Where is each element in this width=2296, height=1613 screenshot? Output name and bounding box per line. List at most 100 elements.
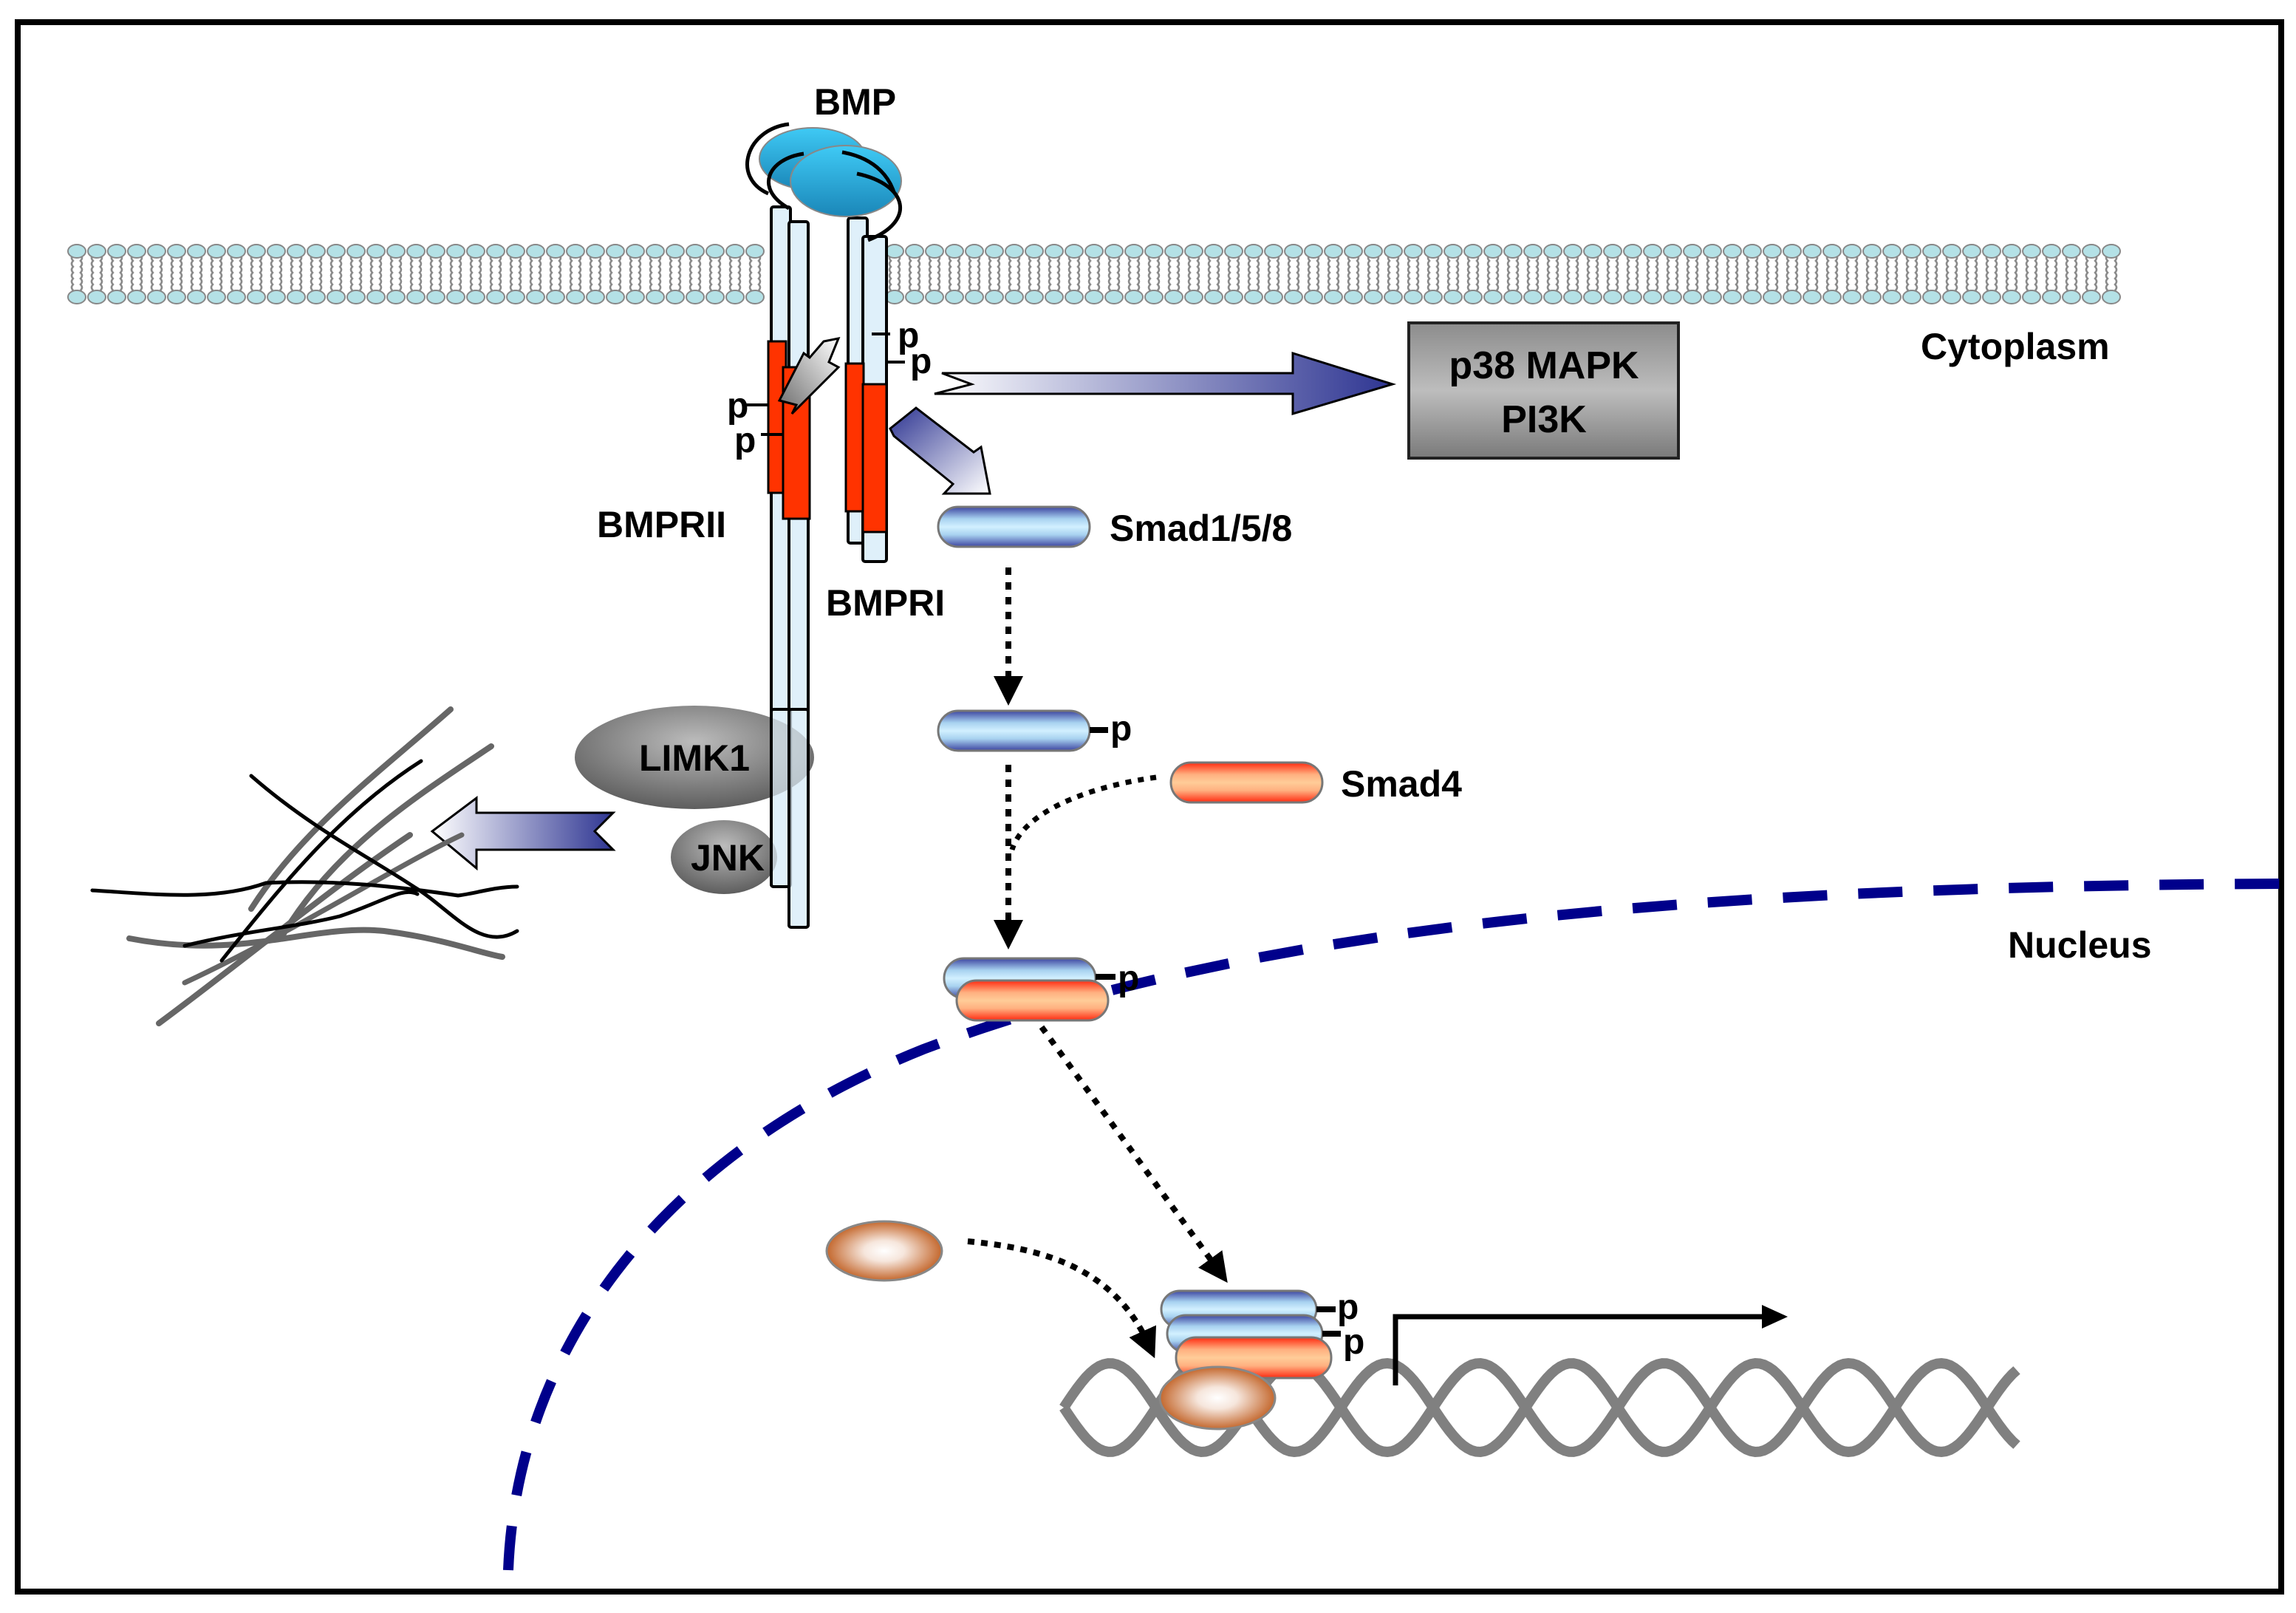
lipid-head — [1703, 290, 1722, 304]
lipid-head — [346, 244, 366, 259]
lipid-tail — [1945, 254, 1950, 297]
lipid-head — [1324, 290, 1343, 304]
lipid-head — [1224, 244, 1243, 259]
lipid-head — [1683, 244, 1702, 259]
lipid-tail — [90, 254, 95, 297]
lipid-head — [1084, 244, 1104, 259]
lipid-head — [1204, 244, 1223, 259]
lipid-tail — [2025, 254, 2029, 297]
lipid-head — [1882, 244, 1902, 259]
lipid-head — [147, 290, 166, 304]
lipid-tail — [937, 254, 941, 297]
lipid-tail — [1595, 254, 1599, 297]
lipid-head — [1842, 244, 1862, 259]
lipid-tail — [1994, 254, 1998, 297]
lipid-tail — [1666, 254, 1670, 297]
lipid-tail — [897, 254, 901, 297]
lipid-tail — [1675, 254, 1679, 297]
lipid-tail — [908, 254, 912, 297]
lipid-tail — [638, 254, 642, 297]
lipid-head — [1523, 244, 1542, 259]
lipid-tail — [1236, 254, 1240, 297]
phospho-label: p — [1118, 959, 1139, 998]
lipid-tail — [657, 254, 662, 297]
lipid-tail — [1974, 254, 1978, 297]
lipid-head — [1264, 290, 1283, 304]
lipid-head — [1723, 244, 1742, 259]
lipid-head — [1304, 290, 1323, 304]
transcription-cofactor — [825, 1220, 943, 1282]
lipid-tail — [1774, 254, 1779, 297]
limk1-protein — [575, 706, 814, 809]
lipid-head — [1962, 290, 1981, 304]
lipid-tail — [1985, 254, 1989, 297]
lipid-head — [1563, 290, 1582, 304]
lipid-tail — [1307, 254, 1311, 297]
lipid-head — [87, 244, 106, 259]
lipid-tail — [369, 254, 374, 297]
lipid-tail — [2045, 254, 2049, 297]
lipid-tail — [1965, 254, 1969, 297]
bmpr1-to-p38-arrow — [934, 351, 1397, 416]
lipid-tail — [649, 254, 653, 297]
lipid-tail — [977, 254, 981, 297]
lipid-tail — [1546, 254, 1551, 297]
lipid-head — [965, 244, 984, 259]
bmpr1-receptor — [844, 216, 888, 563]
lipid-tail — [1586, 254, 1591, 297]
lipid-head — [327, 290, 346, 304]
lipid-head — [1443, 244, 1463, 259]
phospho-label: p — [910, 342, 932, 381]
lipid-head — [1962, 244, 1981, 259]
lipid-tail — [1626, 254, 1630, 297]
lipid-head — [1065, 244, 1084, 259]
lipid-tail — [677, 254, 682, 297]
smad158-phosphorylated — [937, 709, 1091, 752]
lipid-tail — [757, 254, 762, 297]
lipid-tail — [210, 254, 214, 297]
lipid-head — [965, 290, 984, 304]
lipid-tail — [1726, 254, 1730, 297]
lipid-tail — [110, 254, 115, 297]
lipid-tail — [290, 254, 294, 297]
lipid-head — [167, 244, 186, 259]
lipid-head — [905, 244, 924, 259]
lipid-head — [506, 290, 525, 304]
lipid-head — [1822, 290, 1842, 304]
lipid-head — [1384, 290, 1403, 304]
lipid-head — [686, 290, 705, 304]
bmpr1-kinase-domain — [861, 383, 888, 533]
dna-bound-cofactor — [1158, 1365, 1277, 1430]
lipid-tail — [139, 254, 143, 297]
lipid-tail — [1506, 254, 1511, 297]
lipid-tail — [119, 254, 123, 297]
p38-mapk-label: p38 MAPK — [1449, 344, 1639, 387]
lipid-head — [566, 244, 585, 259]
bmp-label: BMP — [814, 81, 896, 123]
phospho-label: p — [1110, 709, 1132, 748]
lipid-head — [1663, 244, 1682, 259]
lipid-tail — [1076, 254, 1081, 297]
lipid-head — [1743, 244, 1762, 259]
lipid-tail — [609, 254, 613, 297]
lipid-tail — [1814, 254, 1819, 297]
lipid-head — [1424, 244, 1443, 259]
lipid-tail — [1415, 254, 1420, 297]
lipid-head — [1184, 244, 1203, 259]
smad4-label: Smad4 — [1341, 763, 1462, 805]
lipid-tail — [2074, 254, 2078, 297]
lipid-tail — [518, 254, 522, 297]
lipid-head — [1543, 290, 1562, 304]
lipid-tail — [318, 254, 323, 297]
lipid-tail — [358, 254, 363, 297]
lipid-tail — [219, 254, 223, 297]
lipid-head — [1503, 290, 1523, 304]
lipid-head — [1463, 244, 1483, 259]
lipid-head — [1124, 290, 1144, 304]
lipid-head — [606, 244, 625, 259]
lipid-tail — [1746, 254, 1750, 297]
bmpr2-receptor-overlay — [787, 708, 810, 929]
lipid-head — [2002, 290, 2021, 304]
lipid-head — [1623, 290, 1642, 304]
lipid-tail — [558, 254, 562, 297]
